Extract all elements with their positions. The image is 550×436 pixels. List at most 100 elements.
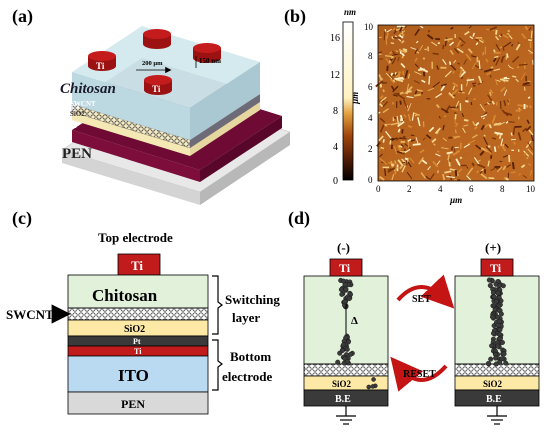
afm-grain	[375, 80, 384, 88]
afm-grain	[420, 25, 424, 29]
afm-grain	[396, 136, 402, 141]
top-electrode-title: Top electrode	[98, 230, 173, 245]
afm-grain	[442, 124, 445, 131]
afm-grain	[510, 132, 513, 136]
reset-label: RESET	[403, 369, 436, 380]
dim-150-label: 150 nm	[199, 57, 221, 65]
afm-grain	[473, 157, 480, 165]
ion-particle	[493, 361, 499, 367]
svg-text:SiO2: SiO2	[483, 379, 503, 389]
afm-grain	[465, 53, 472, 61]
svg-text:Ti: Ti	[152, 84, 161, 94]
afm-grain	[392, 27, 396, 32]
afm-grain	[444, 170, 452, 174]
afm-grain	[382, 108, 389, 114]
afm-grain	[502, 165, 507, 171]
afm-grain	[513, 141, 516, 145]
afm-grain	[407, 138, 412, 142]
afm-grain	[492, 137, 497, 140]
afm-grain	[466, 166, 469, 169]
ion-particle	[335, 359, 341, 365]
afm-grain	[468, 25, 472, 29]
svg-text:4: 4	[438, 184, 443, 194]
afm-grain	[507, 99, 510, 103]
afm-grain	[461, 113, 465, 117]
afm-grain	[500, 144, 507, 152]
ion-particle	[488, 356, 494, 362]
svg-text:electrode: electrode	[222, 369, 273, 384]
afm-grain	[444, 37, 453, 42]
afm-grain	[523, 152, 527, 156]
afm-grain	[436, 65, 439, 70]
ion-particle	[371, 377, 376, 382]
afm-grain	[487, 94, 493, 102]
afm-grain	[414, 93, 421, 97]
ion-particle	[501, 351, 507, 357]
svg-text:B.E: B.E	[335, 394, 351, 405]
afm-grain	[396, 150, 403, 154]
svg-text:Ti: Ti	[490, 261, 502, 275]
afm-grain	[432, 81, 440, 88]
svg-text:SiO2: SiO2	[124, 324, 145, 335]
ion-particle	[495, 290, 501, 296]
afm-grain	[495, 43, 501, 51]
afm-grain	[391, 53, 400, 56]
afm-grain	[476, 170, 479, 174]
afm-grain	[500, 138, 504, 146]
afm-grain	[398, 48, 407, 54]
ion-particle	[499, 340, 505, 346]
afm-grain	[466, 175, 472, 181]
afm-grain	[436, 150, 440, 153]
afm-grain	[483, 134, 486, 137]
afm-grain	[399, 26, 403, 32]
afm-grain	[524, 86, 526, 91]
afm-grain	[388, 74, 394, 80]
afm-grain	[412, 143, 421, 146]
afm-grain	[382, 139, 385, 143]
afm-grain	[454, 169, 458, 177]
afm-grain	[384, 28, 387, 32]
afm-grain	[474, 64, 480, 69]
ti-pad-2: Ti	[88, 51, 116, 71]
afm-grain	[435, 153, 441, 157]
svg-text:Ti: Ti	[339, 261, 351, 275]
svg-text:Ti: Ti	[134, 347, 142, 356]
afm-grain	[438, 115, 441, 119]
ion-particle	[499, 356, 505, 362]
afm-grain	[453, 59, 457, 64]
ti-pad-4: Ti	[144, 75, 172, 95]
afm-grain	[406, 83, 410, 91]
afm-grain	[500, 86, 506, 93]
afm-grain	[495, 101, 498, 106]
svg-text:10: 10	[364, 22, 374, 32]
afm-grain	[391, 50, 397, 56]
afm-grain	[473, 97, 477, 101]
afm-grain	[393, 145, 398, 155]
afm-grain	[495, 29, 498, 35]
afm-grain	[398, 30, 406, 36]
afm-grain	[403, 114, 407, 118]
afm-grain	[390, 42, 395, 44]
afm-grain	[415, 137, 419, 144]
afm-grain	[522, 81, 531, 86]
afm-grain	[512, 127, 516, 136]
afm-grain	[455, 129, 457, 134]
afm-grain	[497, 145, 500, 149]
afm-grain	[487, 160, 490, 167]
afm-grain	[396, 144, 402, 151]
afm-grain	[406, 95, 414, 99]
afm-grain	[414, 57, 418, 62]
afm-grain	[474, 38, 480, 42]
afm-grain	[421, 79, 426, 84]
afm-grain	[441, 147, 449, 150]
afm-grain	[459, 142, 462, 150]
afm-grain	[498, 35, 502, 38]
afm-grain	[512, 55, 520, 63]
afm-grain	[384, 168, 387, 177]
ti-pad-1	[143, 29, 171, 49]
svg-text:16: 16	[330, 33, 340, 44]
afm-grain	[407, 73, 411, 79]
afm-grain	[428, 126, 435, 133]
afm-grain	[393, 116, 397, 119]
afm-grain	[494, 78, 498, 86]
